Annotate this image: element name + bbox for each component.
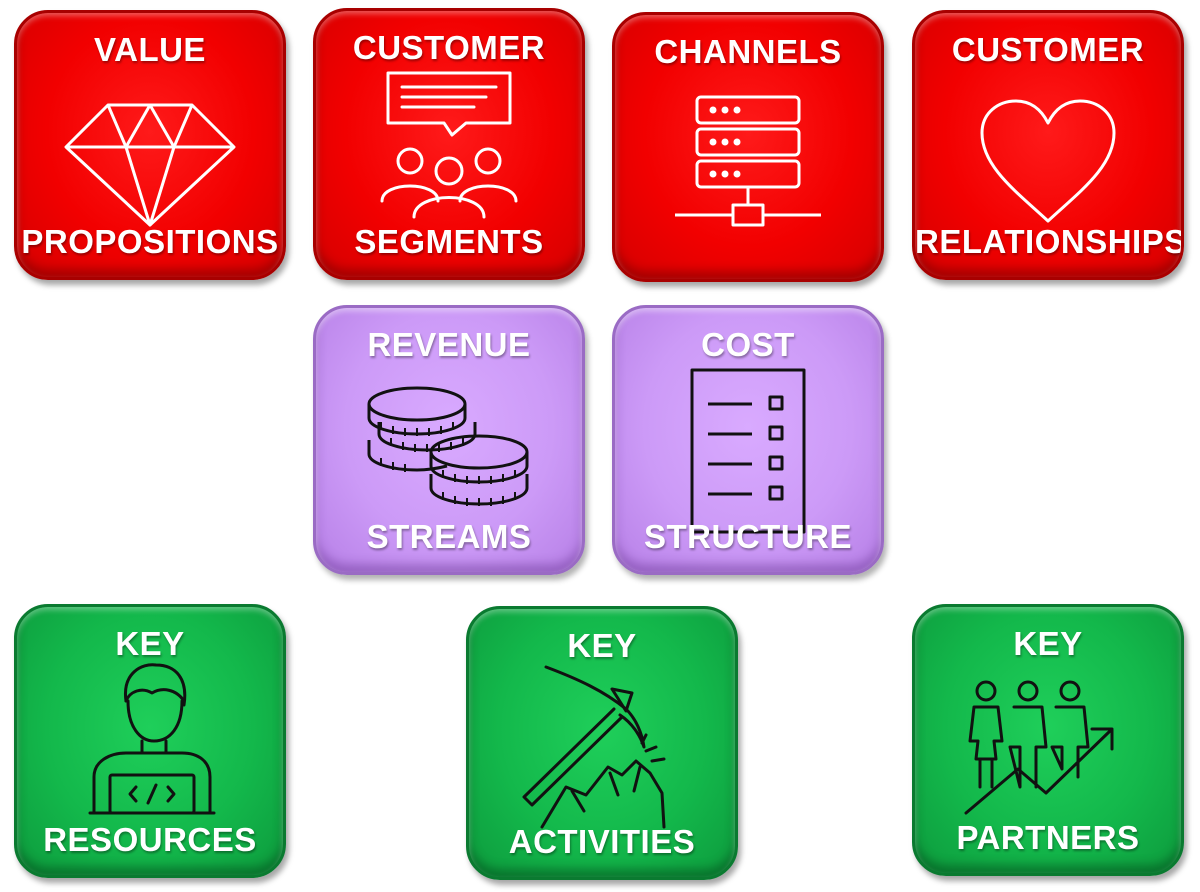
server-network-icon — [675, 95, 821, 227]
tile-title: CUSTOMER — [352, 29, 546, 66]
tile-subtitle: STREAMS — [366, 518, 532, 555]
tile-customer-relationships[interactable]: CUSTOMER RELATIONSHIPS — [912, 10, 1184, 280]
tile-title: CHANNELS — [654, 33, 842, 70]
partners-growth-icon — [964, 680, 1114, 815]
tile-subtitle: SEGMENTS — [354, 223, 544, 260]
tile-subtitle: PARTNERS — [956, 819, 1140, 856]
tile-subtitle: RESOURCES — [43, 821, 257, 858]
developer-laptop-icon — [88, 663, 216, 815]
heart-icon — [980, 99, 1116, 223]
checklist-icon — [690, 368, 806, 534]
tile-key-partners[interactable]: KEY PARTNERS — [912, 604, 1184, 876]
pickaxe-mining-icon — [522, 665, 666, 829]
tile-key-activities[interactable]: KEY ACTIVITIES — [466, 606, 738, 880]
tile-title: KEY — [567, 627, 637, 664]
coins-icon — [367, 386, 529, 506]
tile-subtitle: PROPOSITIONS — [21, 223, 279, 260]
tile-subtitle: STRUCTURE — [644, 518, 852, 555]
tile-subtitle: ACTIVITIES — [508, 823, 696, 860]
tile-title: COST — [701, 326, 795, 363]
tile-cost-structure[interactable]: COST STRUCTURE — [612, 305, 884, 575]
diamond-icon — [64, 103, 236, 227]
tile-revenue-streams[interactable]: REVENUE STREAMS — [313, 305, 585, 575]
tile-channels[interactable]: CHANNELS — [612, 12, 884, 282]
tile-title: REVENUE — [367, 326, 531, 363]
tile-title: KEY — [1013, 625, 1083, 662]
tile-subtitle: RELATIONSHIPS — [915, 223, 1184, 260]
tile-title: CUSTOMER — [951, 31, 1145, 68]
tile-title: VALUE — [94, 31, 206, 68]
tile-customer-segments[interactable]: CUSTOMER SEGMENTS — [313, 8, 585, 280]
customers-speech-icon — [380, 71, 518, 219]
tile-title: KEY — [115, 625, 185, 662]
tile-key-resources[interactable]: KEY RESOURCES — [14, 604, 286, 878]
tile-value-propositions[interactable]: VALUE PROPOSITIONS — [14, 10, 286, 280]
